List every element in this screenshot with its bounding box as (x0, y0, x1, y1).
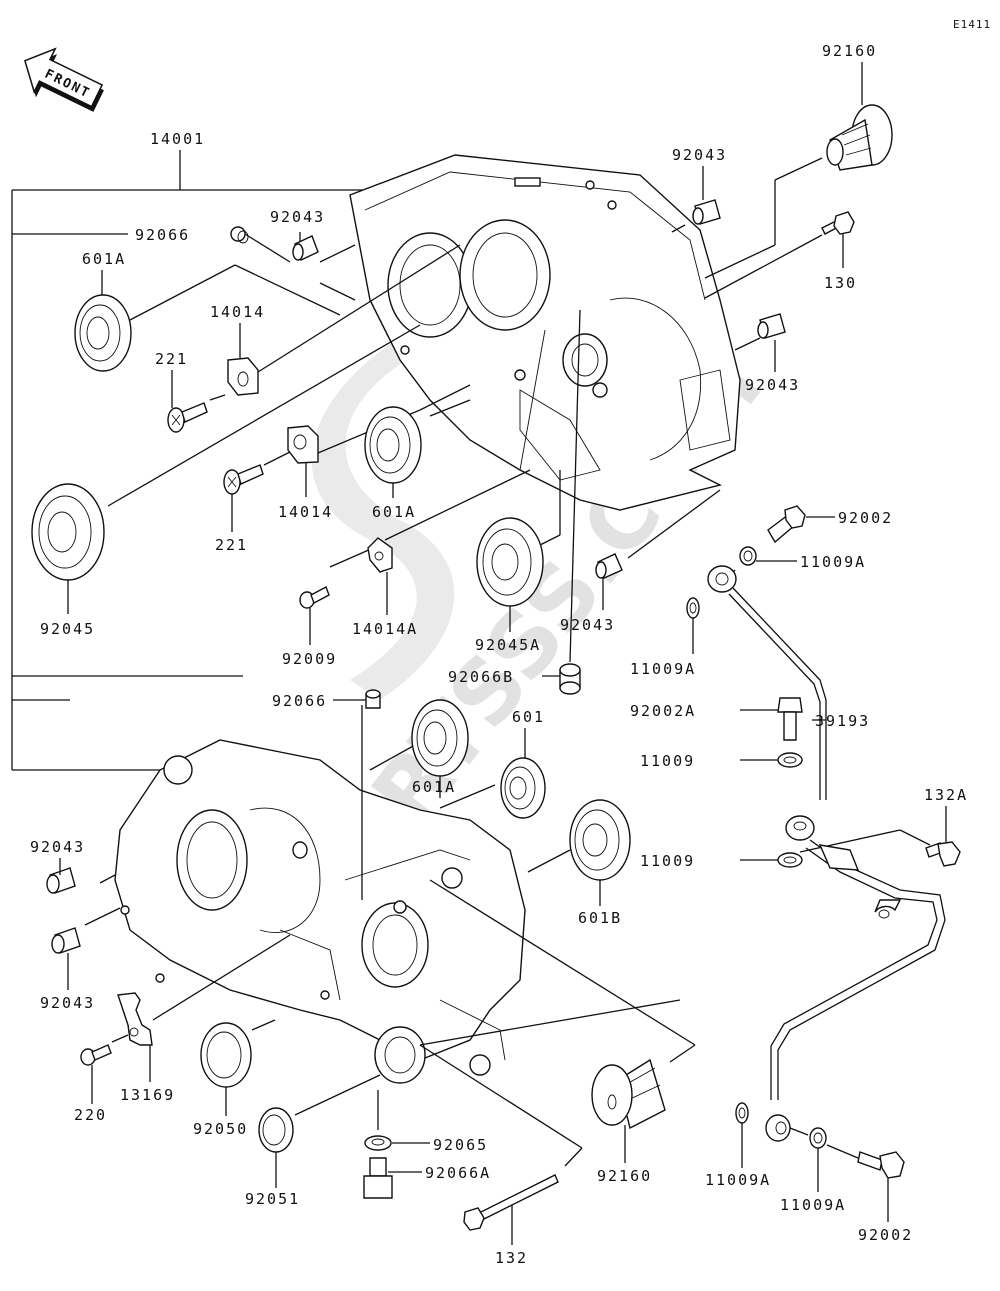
knock-pin-92043-top (692, 199, 721, 225)
knock-pin-92043-mid (595, 553, 623, 579)
label-92043-mid[interactable]: 92043 (560, 616, 615, 634)
knock-pin-92043-right (757, 313, 786, 339)
screw-92009 (299, 586, 330, 609)
label-132a[interactable]: 132A (924, 786, 968, 804)
screw-221-upper (167, 402, 208, 433)
bearing-92045 (31, 483, 105, 581)
bushing-92160-bottom (591, 1058, 666, 1130)
label-221-lower[interactable]: 221 (215, 536, 248, 554)
label-92002-top[interactable]: 92002 (838, 509, 893, 527)
label-14001[interactable]: 14001 (150, 130, 205, 148)
label-92045[interactable]: 92045 (40, 620, 95, 638)
label-220[interactable]: 220 (74, 1106, 107, 1124)
label-11009a-bottom-left[interactable]: 11009A (705, 1171, 771, 1189)
label-14014-lower[interactable]: 14014 (278, 503, 333, 521)
label-92043-top[interactable]: 92043 (672, 146, 727, 164)
part-labels: 14001 92160 92043 130 92043 92043 92066 … (30, 42, 968, 1267)
label-14014-upper[interactable]: 14014 (210, 303, 265, 321)
reference-code: E1411 (953, 18, 991, 31)
label-221-upper[interactable]: 221 (155, 350, 188, 368)
label-92002a[interactable]: 92002A (630, 702, 696, 720)
label-601a-center[interactable]: 601A (372, 503, 416, 521)
label-601a-left[interactable]: 601A (82, 250, 126, 268)
bolt-132a (925, 841, 961, 867)
washer-11009a-bottom-right (809, 1127, 827, 1149)
label-92160-bottom[interactable]: 92160 (597, 1167, 652, 1185)
label-92043-right[interactable]: 92043 (745, 376, 800, 394)
bearing-92045a (476, 517, 544, 607)
label-11009a-bottom-right[interactable]: 11009A (780, 1196, 846, 1214)
label-92160-top[interactable]: 92160 (822, 42, 877, 60)
washer-11009-upper (777, 752, 803, 768)
bolt-132 (463, 1174, 559, 1231)
label-11009a-mid[interactable]: 11009A (630, 660, 696, 678)
label-92066[interactable]: 92066 (135, 226, 190, 244)
label-92043-left-upper[interactable]: 92043 (30, 838, 85, 856)
oil-seal-92051 (258, 1107, 294, 1153)
oil-seal-92050 (200, 1022, 252, 1088)
label-92066a[interactable]: 92066A (425, 1164, 491, 1182)
plug-92066b (559, 663, 581, 695)
label-11009-upper[interactable]: 11009 (640, 752, 695, 770)
bearing-601 (500, 757, 546, 819)
label-92009[interactable]: 92009 (282, 650, 337, 668)
bushing-92160-top (826, 104, 893, 171)
upper-crankcase (349, 154, 741, 511)
bolt-92002a (777, 697, 803, 741)
bolt-92002-bottom (857, 1151, 905, 1179)
knock-pin-92043-left-lower (51, 927, 81, 954)
label-601[interactable]: 601 (512, 708, 545, 726)
washer-11009a-bottom-left (735, 1102, 749, 1124)
screw-221-lower (223, 464, 264, 495)
label-13169[interactable]: 13169 (120, 1086, 175, 1104)
front-direction-arrow: FRONT (24, 47, 104, 112)
label-92002-bottom[interactable]: 92002 (858, 1226, 913, 1244)
label-92050[interactable]: 92050 (193, 1120, 248, 1138)
label-132[interactable]: 132 (495, 1249, 528, 1267)
label-130[interactable]: 130 (824, 274, 857, 292)
label-92045a[interactable]: 92045A (475, 636, 541, 654)
label-39193[interactable]: 39193 (815, 712, 870, 730)
knock-pin-92043-center (292, 235, 319, 261)
label-92043-left-lower[interactable]: 92043 (40, 994, 95, 1012)
bolt-92002-top (767, 505, 806, 544)
label-11009a-top[interactable]: 11009A (800, 553, 866, 571)
label-11009-lower[interactable]: 11009 (640, 852, 695, 870)
oil-pipe-39193 (707, 565, 946, 1142)
bolt-130 (821, 211, 855, 235)
label-14014a[interactable]: 14014A (352, 620, 418, 638)
label-92066-lower[interactable]: 92066 (272, 692, 327, 710)
crankcase-set-bracket (11, 150, 375, 771)
label-92065[interactable]: 92065 (433, 1136, 488, 1154)
washer-11009a-mid (686, 597, 700, 619)
plug-92066 (230, 226, 249, 244)
label-92066b[interactable]: 92066B (448, 668, 514, 686)
bearing-601a-center (364, 406, 422, 484)
screw-220 (80, 1044, 112, 1066)
drain-plug-92066a (363, 1157, 393, 1199)
plate-14014-upper (227, 357, 259, 396)
plate-14014-lower (287, 425, 319, 464)
washer-92065 (364, 1135, 392, 1151)
label-601a-lower[interactable]: 601A (412, 778, 456, 796)
label-92043-center[interactable]: 92043 (270, 208, 325, 226)
bearing-601b (569, 799, 631, 881)
knock-pin-92043-left-upper (46, 867, 76, 894)
bearing-601a-left (74, 294, 132, 372)
plate-14014a (367, 537, 393, 573)
leader-lines (84, 157, 931, 1167)
label-601b[interactable]: 601B (578, 909, 622, 927)
bearing-601a-lower (411, 699, 469, 777)
stopper-13169 (117, 992, 153, 1046)
washer-11009a-top (739, 546, 757, 566)
plug-92066-lower (365, 689, 381, 709)
label-92051[interactable]: 92051 (245, 1190, 300, 1208)
label-leader-stubs (59, 62, 947, 1245)
washer-11009-lower (777, 852, 803, 868)
